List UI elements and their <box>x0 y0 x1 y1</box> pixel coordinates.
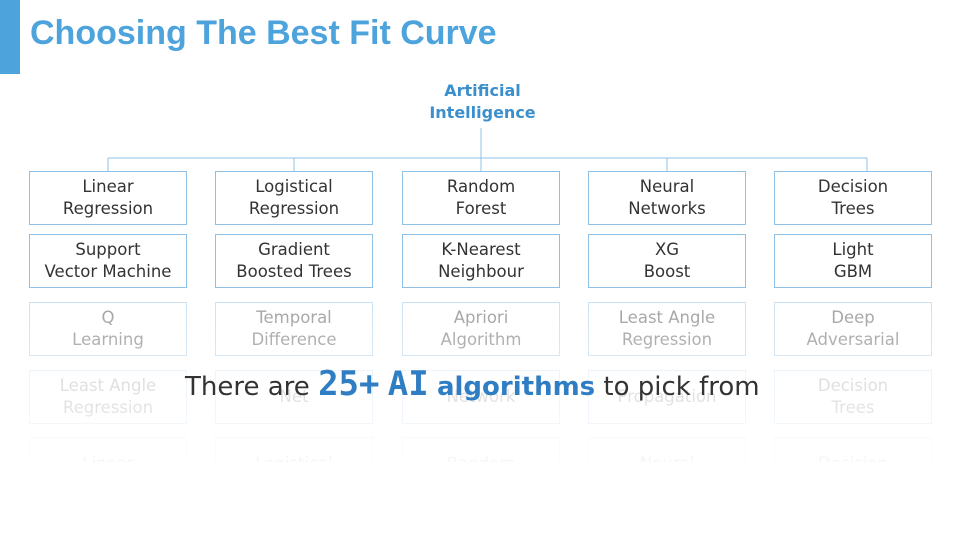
node-label: Boost <box>643 262 691 281</box>
node-xg-boost: XG Boost <box>588 234 746 288</box>
node-label: Decision <box>817 177 889 196</box>
root-node: Artificial Intelligence <box>410 80 555 124</box>
node-label: Vector Machine <box>44 262 172 281</box>
node-label: Light <box>832 240 874 259</box>
node-label: Forest <box>455 199 507 218</box>
overlay-algorithms: algorithms <box>436 372 596 402</box>
node-logistical-regression: Logistical Regression <box>215 171 373 225</box>
node-label: Boosted Trees <box>236 262 352 281</box>
overlay-caption: There are 25+ AI algorithms to pick from <box>185 362 760 409</box>
overlay-prefix: There are <box>185 372 310 402</box>
node-label: Logistical <box>255 177 333 196</box>
node-label: XG <box>654 240 680 259</box>
node-least-angle-regression-2: Least Angle Regression <box>29 370 187 424</box>
node-temporal-difference: Temporal Difference <box>215 302 373 356</box>
node-label: Adversarial <box>806 330 900 349</box>
node-least-angle-regression: Least Angle Regression <box>588 302 746 356</box>
node-label: Deep <box>831 308 875 327</box>
slide-title: Choosing The Best Fit Curve <box>30 14 497 52</box>
node-linear-regression: Linear Regression <box>29 171 187 225</box>
node-label: Decision <box>817 376 889 395</box>
node-label: GBM <box>833 262 873 281</box>
node-support-vector-machine: Support Vector Machine <box>29 234 187 288</box>
title-accent-bar <box>0 0 20 74</box>
overlay-ai: AI <box>387 364 429 404</box>
node-label: Difference <box>251 330 337 349</box>
node-q-learning: Q Learning <box>29 302 187 356</box>
node-label: Apriori <box>453 308 509 327</box>
node-label: Neighbour <box>438 262 524 281</box>
node-label: Support <box>75 240 141 259</box>
root-node-line2: Intelligence <box>429 103 536 122</box>
node-label: Regression <box>62 398 154 417</box>
node-label: Networks <box>628 199 706 218</box>
bottom-cover <box>0 462 960 540</box>
node-label: K-Nearest <box>441 240 521 259</box>
root-node-line1: Artificial <box>444 81 521 100</box>
node-label: Learning <box>72 330 144 349</box>
node-label: Linear <box>82 177 134 196</box>
node-label: Temporal <box>256 308 332 327</box>
node-decision-trees-2: Decision Trees <box>774 370 932 424</box>
node-label: Q <box>101 308 115 327</box>
node-decision-trees: Decision Trees <box>774 171 932 225</box>
node-light-gbm: Light GBM <box>774 234 932 288</box>
node-label: Regression <box>62 199 154 218</box>
node-apriori-algorithm: Apriori Algorithm <box>402 302 560 356</box>
node-label: Gradient <box>258 240 330 259</box>
node-label: Neural <box>639 177 695 196</box>
node-k-nearest-neighbour: K-Nearest Neighbour <box>402 234 560 288</box>
node-label: Random <box>446 177 516 196</box>
node-label: Least Angle <box>59 376 157 395</box>
node-label: Trees <box>831 398 875 417</box>
node-label: Regression <box>248 199 340 218</box>
overlay-suffix: to pick from <box>603 372 760 402</box>
node-label: Trees <box>831 199 875 218</box>
overlay-count: 25+ <box>318 364 380 404</box>
node-gradient-boosted-trees: Gradient Boosted Trees <box>215 234 373 288</box>
node-label: Regression <box>621 330 713 349</box>
node-label: Least Angle <box>618 308 716 327</box>
node-deep-adversarial: Deep Adversarial <box>774 302 932 356</box>
node-label: Algorithm <box>440 330 522 349</box>
node-random-forest: Random Forest <box>402 171 560 225</box>
node-neural-networks: Neural Networks <box>588 171 746 225</box>
